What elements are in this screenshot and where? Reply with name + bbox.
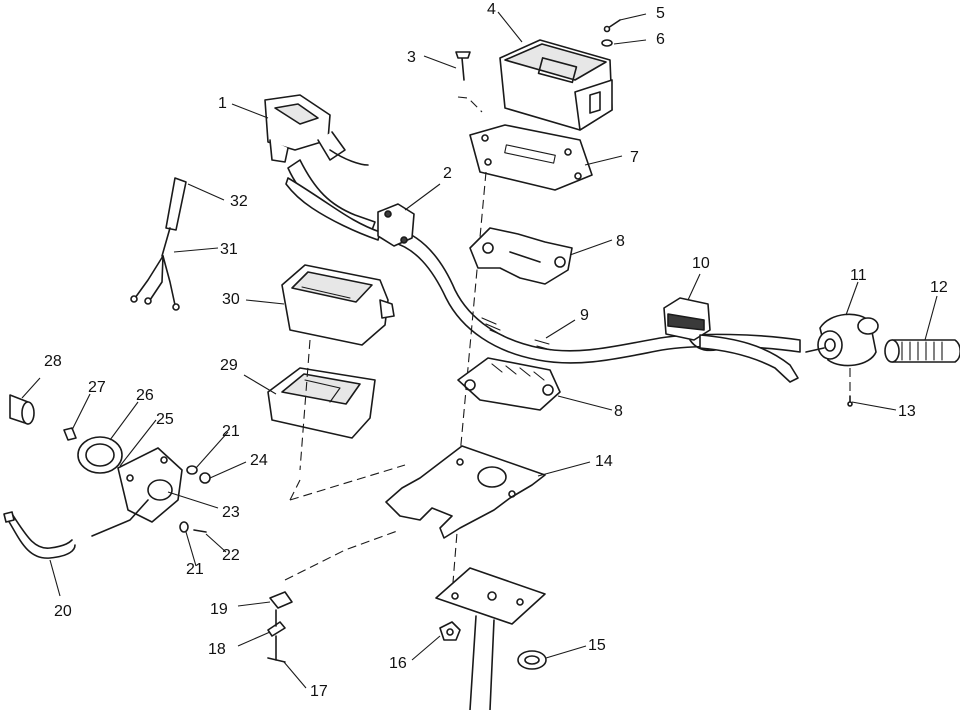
upper-clamp bbox=[469, 227, 573, 285]
callout-29: 29 bbox=[220, 357, 238, 374]
callout-2: 2 bbox=[443, 165, 452, 182]
washer-21-lower bbox=[179, 521, 189, 533]
console-cover bbox=[499, 39, 613, 131]
callout-11: 11 bbox=[850, 267, 867, 284]
callout-15: 15 bbox=[588, 637, 606, 654]
callout-20: 20 bbox=[54, 603, 72, 620]
callout-8-lower: 8 bbox=[614, 403, 623, 420]
switch-housing bbox=[663, 297, 736, 352]
throttle-housing bbox=[805, 313, 879, 367]
gasket-26 bbox=[77, 436, 123, 474]
callout-5: 5 bbox=[656, 5, 665, 22]
callout-21-upper: 21 bbox=[222, 423, 240, 440]
washer-21-upper bbox=[186, 465, 198, 475]
clip-19 bbox=[269, 591, 293, 609]
callout-labels: 1 2 3 4 5 6 7 8 8 9 10 11 12 13 14 15 16… bbox=[44, 1, 948, 700]
callout-6: 6 bbox=[656, 31, 665, 48]
mounting-bracket bbox=[385, 445, 546, 539]
callout-30: 30 bbox=[222, 291, 240, 308]
callout-1: 1 bbox=[218, 95, 227, 112]
callout-24: 24 bbox=[250, 452, 268, 469]
lower-clamp bbox=[457, 357, 561, 411]
callout-4: 4 bbox=[487, 1, 496, 18]
callout-3: 3 bbox=[407, 49, 416, 66]
callout-17: 17 bbox=[310, 683, 328, 700]
callout-10: 10 bbox=[692, 255, 710, 272]
nut-16 bbox=[439, 621, 461, 641]
hose-20 bbox=[3, 511, 76, 559]
screw-13 bbox=[847, 395, 853, 407]
speedometer bbox=[281, 264, 395, 346]
screw-22 bbox=[193, 529, 207, 533]
screw-5 bbox=[603, 19, 621, 33]
callout-26: 26 bbox=[136, 387, 154, 404]
brake-lever-right bbox=[699, 334, 799, 383]
callout-23: 23 bbox=[222, 504, 240, 521]
callout-16: 16 bbox=[389, 655, 407, 672]
nut-24 bbox=[199, 472, 211, 484]
callout-31: 31 bbox=[220, 241, 238, 258]
callout-19: 19 bbox=[210, 601, 228, 618]
washer-6 bbox=[601, 39, 613, 47]
callout-14: 14 bbox=[595, 453, 613, 470]
screw-3 bbox=[455, 51, 471, 81]
upper-mounting-plate bbox=[469, 124, 593, 191]
handlebar-clamp-left bbox=[377, 203, 415, 247]
callout-9: 9 bbox=[580, 307, 589, 324]
callout-21-lower: 21 bbox=[186, 561, 204, 578]
screw-27 bbox=[63, 427, 77, 441]
callout-7: 7 bbox=[630, 149, 639, 166]
pickup-mount-25 bbox=[91, 447, 183, 537]
bushing-28 bbox=[9, 394, 35, 425]
leader-lines bbox=[21, 11, 938, 689]
steering-post bbox=[435, 567, 546, 710]
callout-8-upper: 8 bbox=[616, 233, 625, 250]
callout-12: 12 bbox=[930, 279, 948, 296]
callout-25: 25 bbox=[156, 411, 174, 428]
callout-18: 18 bbox=[208, 641, 226, 658]
callout-32: 32 bbox=[230, 193, 248, 210]
hose-clamp-15 bbox=[517, 650, 547, 670]
hand-grip bbox=[884, 339, 960, 363]
callout-22: 22 bbox=[222, 547, 240, 564]
callout-13: 13 bbox=[898, 403, 916, 420]
clip-18 bbox=[267, 609, 286, 637]
handlebar bbox=[391, 227, 801, 364]
cable-31-32 bbox=[130, 177, 187, 311]
callout-28: 28 bbox=[44, 353, 62, 370]
speedometer-cup bbox=[267, 367, 376, 439]
callout-27: 27 bbox=[88, 379, 106, 396]
brake-master-cylinder bbox=[264, 94, 381, 241]
pin-17 bbox=[267, 635, 286, 663]
